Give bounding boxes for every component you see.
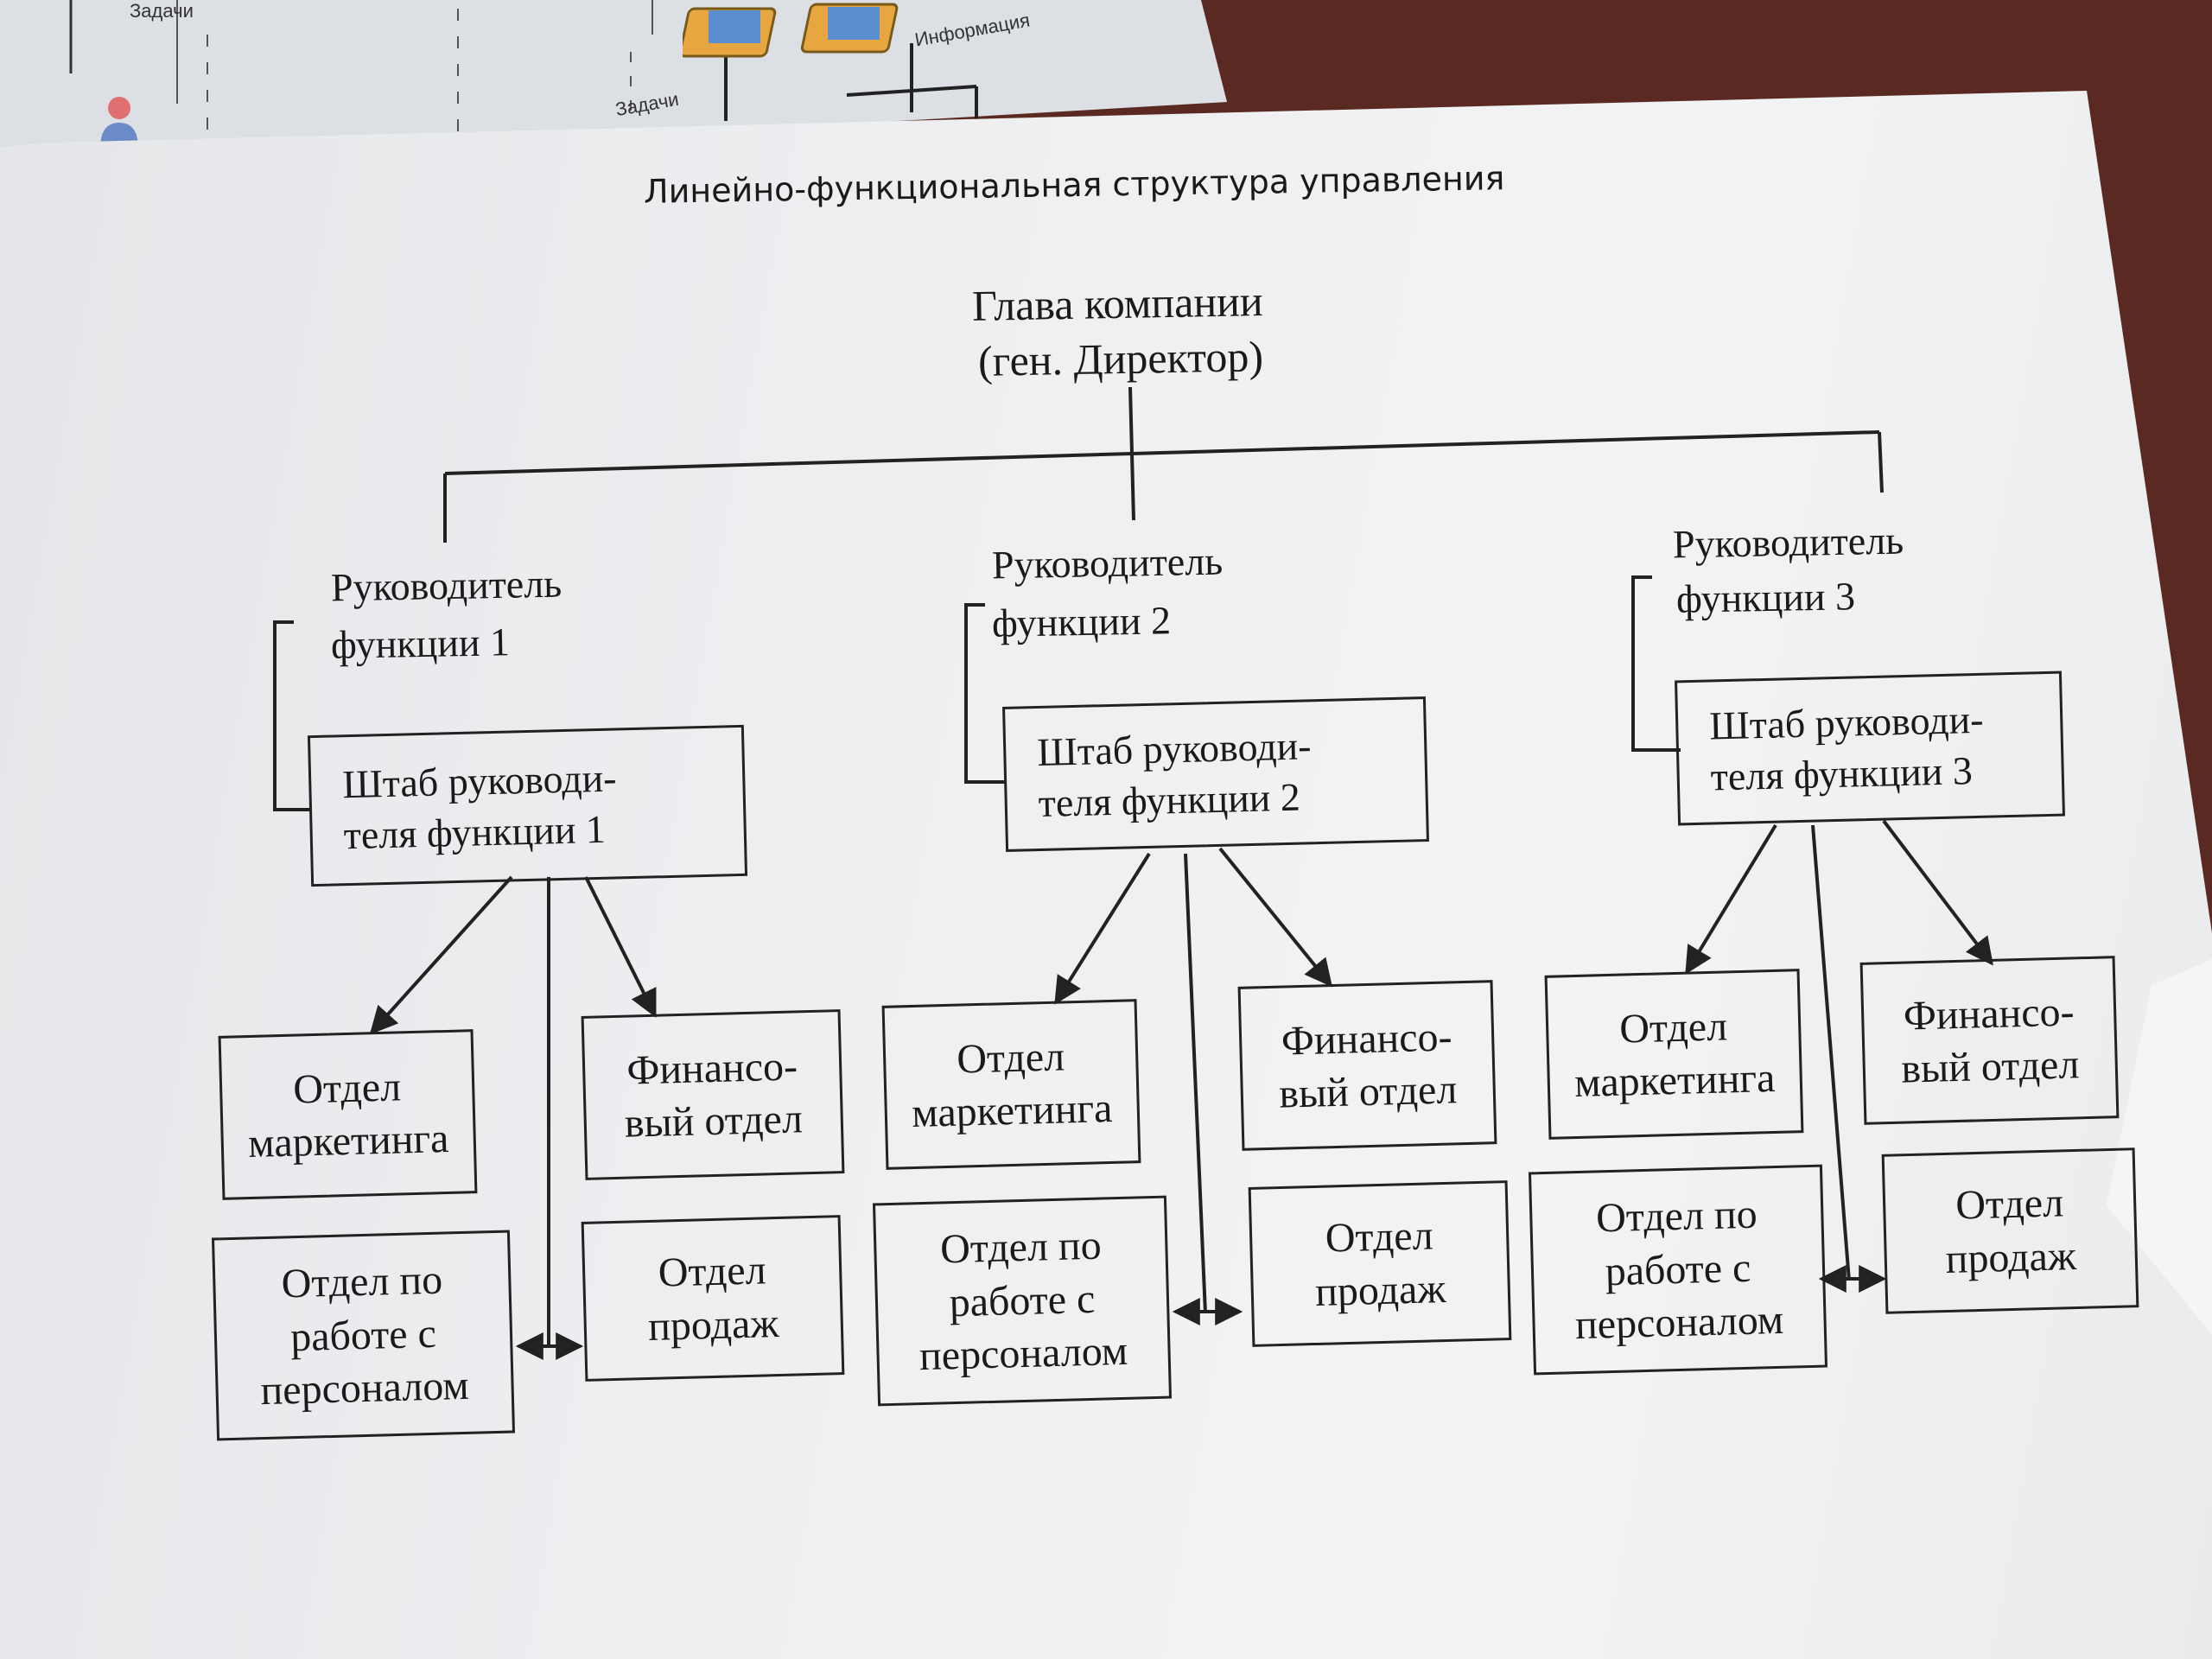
function-bracket-1 [273, 620, 311, 811]
function-bus [444, 430, 1880, 475]
manager-3-line2: функции 3 [1675, 574, 1856, 621]
finance-box-1: Финансо- вый отдел [581, 1009, 845, 1180]
function-drop-3 [1878, 431, 1884, 493]
marketing-box-3: Отдел маркетинга [1544, 969, 1804, 1140]
arrow-1-finance [584, 876, 657, 1018]
arrow-2-finance [1218, 847, 1333, 988]
arrow-3-marketing [1685, 823, 1777, 975]
arrow-1-marketing [369, 875, 513, 1035]
sales-box-2: Отдел продаж [1248, 1180, 1512, 1347]
background-label: Задачи [130, 0, 194, 22]
function-bracket-3 [1631, 575, 1681, 752]
manager-2-line2: функции 2 [991, 598, 1172, 645]
arrow-2-marketing [1054, 852, 1151, 1005]
background-sheet-lines [69, 0, 978, 138]
sales-box-3: Отдел продаж [1881, 1147, 2139, 1314]
personnel-box-3: Отдел по работе с персоналом [1528, 1164, 1828, 1376]
arrow-3-finance [1882, 819, 1993, 966]
computer-icon [683, 3, 899, 58]
staff-box-2: Штаб руководи- теля функции 2 [1002, 696, 1429, 852]
staff-box-1: Штаб руководи- теля функции 1 [307, 724, 748, 887]
marketing-box-1: Отдел маркетинга [218, 1029, 478, 1200]
finance-box-3: Финансо- вый отдел [1859, 956, 2120, 1125]
manager-2-line1: Руководитель [991, 538, 1224, 588]
personnel-box-2: Отдел по работе с персоналом [872, 1195, 1173, 1407]
staff-box-3: Штаб руководи- теля функции 3 [1675, 671, 2065, 826]
manager-3-line1: Руководитель [1672, 518, 1904, 567]
head-line1: Глава компании [971, 276, 1264, 330]
stem-3 [1811, 824, 1851, 1281]
function-bracket-2 [964, 603, 1007, 784]
finance-box-2: Финансо- вый отдел [1237, 980, 1497, 1151]
marketing-box-2: Отдел маркетинга [881, 999, 1141, 1170]
personnel-box-1: Отдел по работе с персоналом [211, 1230, 516, 1441]
head-line2: (ген. Директор) [977, 332, 1264, 385]
sales-box-1: Отдел продаж [581, 1215, 845, 1382]
manager-1-line2: функции 1 [330, 620, 511, 667]
stem-2 [1184, 853, 1207, 1314]
manager-1-line1: Руководитель [330, 561, 563, 610]
